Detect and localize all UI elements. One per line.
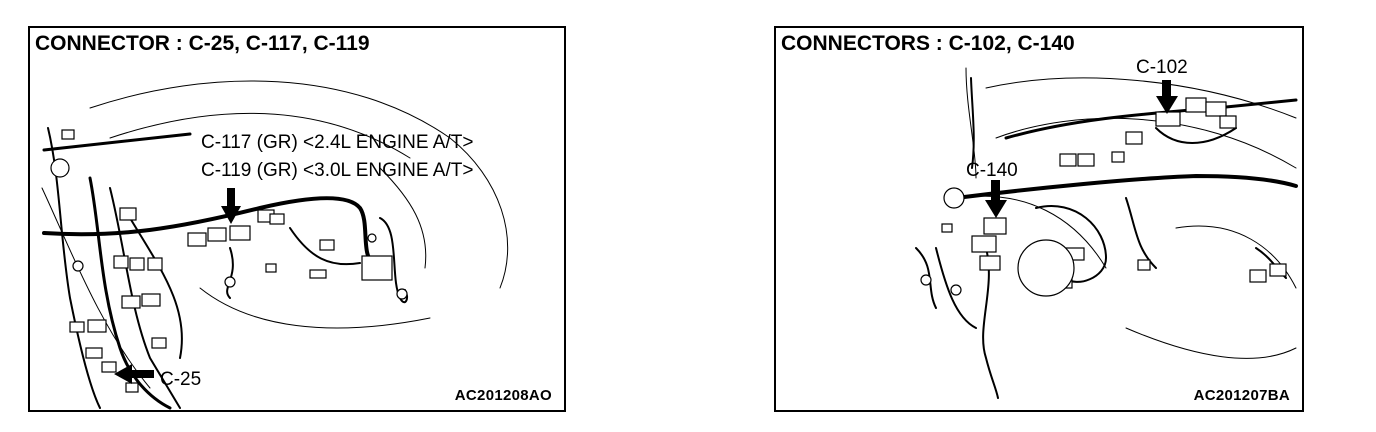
right-diagram-panel: CONNECTORS : C-102, C-140 C-102 C-140 AC… bbox=[774, 26, 1304, 412]
callout-c117: C-117 (GR) <2.4L ENGINE A/T> bbox=[201, 132, 474, 153]
callout-c102: C-102 bbox=[1136, 57, 1188, 78]
callout-c119: C-119 (GR) <3.0L ENGINE A/T> bbox=[201, 160, 474, 181]
left-panel-title: CONNECTOR : C-25, C-117, C-119 bbox=[35, 32, 370, 55]
right-wiring-illustration bbox=[915, 67, 1298, 399]
left-diagram-panel: CONNECTOR : C-25, C-117, C-119 C-117 (GR… bbox=[28, 26, 566, 412]
left-figure-code: AC201208AO bbox=[454, 387, 552, 404]
right-figure-code: AC201207BA bbox=[1193, 387, 1290, 404]
callout-c140: C-140 bbox=[966, 160, 1018, 181]
right-panel-title: CONNECTORS : C-102, C-140 bbox=[781, 32, 1075, 55]
callout-c25: C-25 bbox=[160, 369, 202, 390]
left-wiring-illustration bbox=[41, 80, 509, 410]
